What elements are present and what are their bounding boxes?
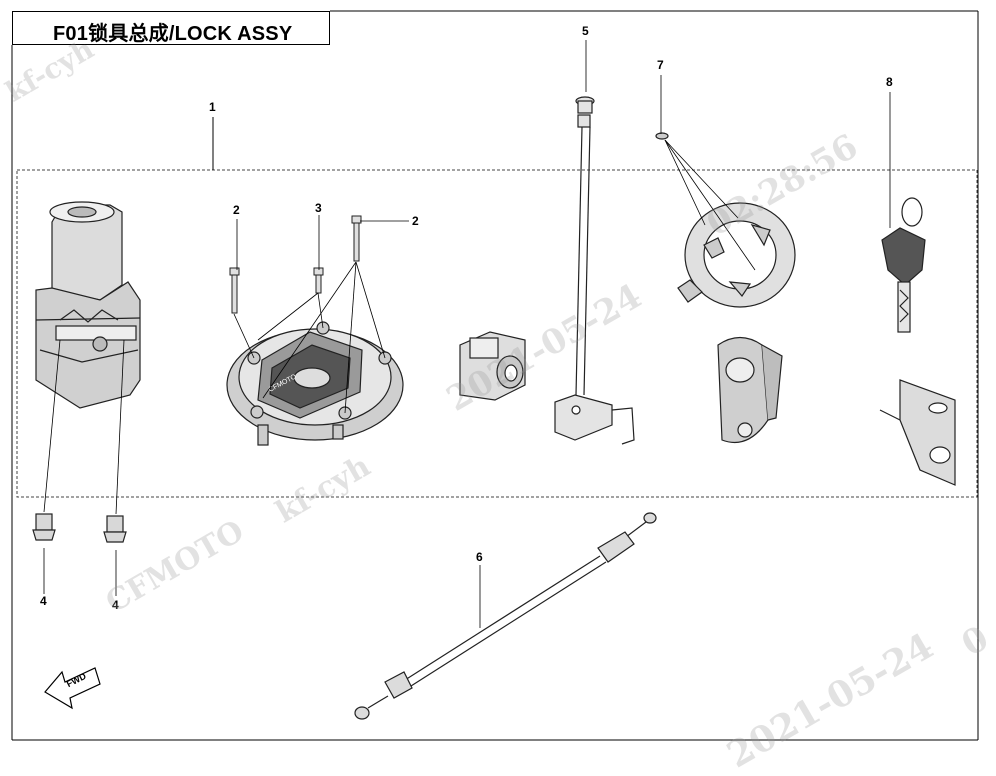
screw-leaders	[233, 215, 409, 414]
leader-7	[660, 75, 756, 271]
callout-5: 5	[582, 24, 589, 38]
screw-2-left	[229, 267, 240, 314]
screw-2-right	[351, 215, 362, 262]
seat-lock-rod-part	[554, 96, 635, 445]
forward-arrow-icon	[44, 667, 101, 710]
callout-3: 3	[315, 201, 322, 215]
page-title: F01锁具总成/LOCK ASSY	[53, 23, 293, 45]
key-fob-part	[717, 336, 783, 444]
ignition-lock-part	[35, 201, 141, 409]
callout-4-left: 4	[40, 594, 47, 608]
callout-4-right: 4	[112, 598, 119, 612]
leader-4	[43, 339, 125, 596]
bolt-4-right	[103, 515, 127, 543]
assembly-group-box	[16, 169, 978, 498]
callout-2-left: 2	[233, 203, 240, 217]
mount-bracket-part	[879, 379, 956, 486]
callout-7: 7	[657, 58, 664, 72]
seat-lock-part	[459, 331, 526, 401]
bolt-4-left	[32, 513, 56, 541]
callout-2-right: 2	[412, 214, 419, 228]
callout-6: 6	[476, 550, 483, 564]
key-part	[881, 197, 926, 333]
lock-ring-part	[655, 132, 796, 308]
diagram-canvas: CFMOTO	[11, 10, 979, 741]
fuel-cap-part	[226, 321, 404, 446]
lock-assembly-diagram: F01锁具总成/LOCK ASSY	[0, 10, 996, 776]
screw-3	[313, 267, 324, 294]
seat-release-cable-part	[354, 512, 657, 720]
callout-8: 8	[886, 75, 893, 89]
title-box: F01锁具总成/LOCK ASSY	[12, 11, 330, 45]
callout-1: 1	[209, 100, 216, 114]
